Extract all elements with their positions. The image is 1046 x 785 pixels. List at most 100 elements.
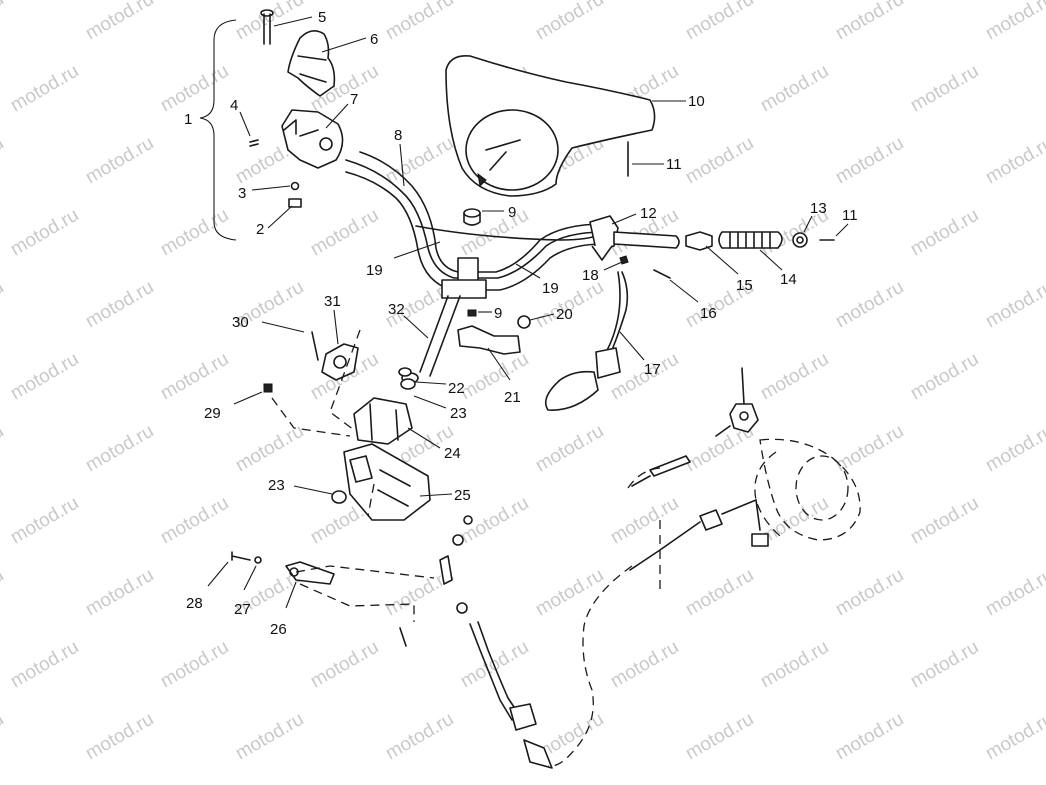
assembly-lines: [271, 329, 435, 622]
watermark-text: motod.ru: [382, 709, 457, 765]
bracket-part-21: [457, 325, 521, 355]
watermark-text: motod.ru: [157, 349, 232, 405]
callout-31: 31: [324, 293, 341, 345]
throttle-cover-part-6: [287, 30, 336, 97]
svg-text:26: 26: [270, 621, 287, 638]
callout-10: 10: [652, 93, 705, 110]
svg-text:30: 30: [232, 314, 249, 331]
nut-part-2: [288, 198, 302, 208]
bushing-part-23a: [398, 367, 412, 377]
watermark-text: motod.ru: [907, 205, 982, 261]
watermark-text: motod.ru: [0, 709, 7, 765]
cap-part-9: [463, 208, 481, 226]
svg-text:3: 3: [238, 185, 246, 202]
svg-text:11: 11: [666, 156, 682, 173]
callout-1: 1: [184, 111, 192, 128]
watermark-text: motod.ru: [532, 421, 607, 477]
callout-23a: 23: [413, 395, 467, 422]
callout-23b: 23: [268, 477, 333, 495]
svg-text:19: 19: [366, 262, 383, 279]
svg-text:19: 19: [542, 280, 559, 297]
callout-14: 14: [759, 249, 797, 288]
end-cap-part-13: [792, 232, 808, 248]
handlebar-part-8: [345, 151, 605, 291]
svg-text:8: 8: [394, 127, 402, 144]
watermark-text: motod.ru: [7, 61, 82, 117]
watermark-text: motod.ru: [832, 0, 907, 44]
linkage-stack: [399, 515, 553, 769]
svg-text:23: 23: [450, 405, 467, 422]
svg-text:11: 11: [842, 207, 858, 224]
watermark-text: motod.ru: [307, 637, 382, 693]
watermark-text: motod.ru: [0, 0, 7, 44]
svg-text:18: 18: [582, 267, 599, 284]
svg-text:23: 23: [268, 477, 285, 494]
watermark-text: motod.ru: [682, 133, 757, 189]
watermark-text: motod.ru: [532, 565, 607, 621]
nut-part-29: [263, 383, 273, 393]
nut-part-9: [467, 309, 477, 317]
callout-27: 27: [234, 565, 257, 618]
callout-labels: 1 2 3 4 5 6 7 8: [184, 9, 858, 638]
watermark-text: motod.ru: [232, 421, 307, 477]
watermark-text: motod.ru: [157, 637, 232, 693]
svg-text:27: 27: [234, 601, 251, 618]
callout-13: 13: [803, 200, 827, 233]
svg-text:16: 16: [700, 305, 717, 322]
watermark-text: motod.ru: [682, 0, 757, 44]
watermark-text: motod.ru: [757, 61, 832, 117]
callout-21: 21: [487, 347, 521, 406]
svg-text:24: 24: [444, 445, 461, 462]
svg-text:17: 17: [644, 361, 661, 378]
watermark-text: motod.ru: [82, 709, 157, 765]
callout-32: 32: [388, 301, 429, 339]
watermark-text: motod.ru: [907, 637, 982, 693]
watermark-text: motod.ru: [82, 565, 157, 621]
watermark-text: motod.ru: [0, 565, 7, 621]
watermark-text: motod.ru: [907, 493, 982, 549]
callout-8: 8: [394, 127, 405, 187]
carburetor-body: [751, 438, 861, 547]
callout-2: 2: [256, 205, 293, 238]
watermark-text: motod.ru: [757, 637, 832, 693]
flange-part-31: [321, 343, 359, 381]
tie-rod-end: [631, 367, 759, 487]
watermark-text: motod.ru: [7, 637, 82, 693]
watermark-text: motod.ru: [982, 277, 1046, 333]
group-bracket: [199, 19, 237, 241]
handlebar-pad-part-10: [445, 54, 656, 197]
svg-text:13: 13: [810, 200, 827, 217]
svg-text:32: 32: [388, 301, 405, 318]
bolt-part-5: [260, 9, 274, 45]
washer-part-3: [290, 181, 300, 191]
watermark-text: motod.ru: [0, 133, 7, 189]
svg-text:4: 4: [230, 97, 238, 114]
svg-text:2: 2: [256, 221, 264, 238]
svg-text:12: 12: [640, 205, 657, 222]
callout-16: 16: [669, 279, 717, 322]
bushing-part-23b: [331, 490, 347, 504]
watermark-text: motod.ru: [82, 421, 157, 477]
throttle-housing-part-7: [281, 109, 344, 169]
callout-28: 28: [186, 561, 229, 612]
handlebar-clamp: [457, 257, 479, 283]
tether-switch-part-17: [544, 271, 629, 411]
watermark-text: motod.ru: [157, 61, 232, 117]
watermark-text: motod.ru: [907, 349, 982, 405]
throttle-cable: [547, 467, 757, 767]
callout-17: 17: [619, 331, 661, 378]
watermark-text: motod.ru: [7, 493, 82, 549]
callout-22: 22: [415, 380, 465, 397]
watermark-text: motod.ru: [0, 421, 7, 477]
bolt-part-30: [311, 331, 319, 361]
callout-3: 3: [238, 185, 291, 202]
watermark-text: motod.ru: [982, 565, 1046, 621]
callout-5: 5: [273, 9, 326, 27]
watermark-text: motod.ru: [982, 133, 1046, 189]
svg-text:15: 15: [736, 277, 753, 294]
watermark-text: motod.ru: [157, 493, 232, 549]
watermark-text: motod.ru: [832, 133, 907, 189]
callout-30: 30: [232, 314, 305, 333]
washer-part-27: [254, 556, 262, 564]
